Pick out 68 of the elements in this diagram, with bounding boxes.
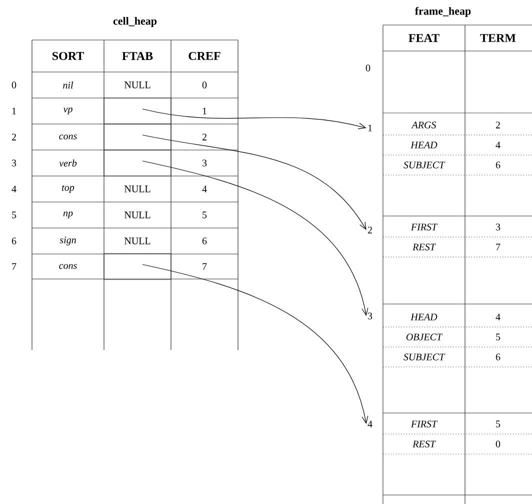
- column-header: FEAT: [408, 34, 440, 42]
- frame-index: 2: [368, 226, 372, 234]
- row-index: 5: [12, 212, 16, 218]
- column-header: SORT: [52, 52, 84, 60]
- cell-text: 5: [202, 212, 207, 218]
- frame-index: 0: [366, 64, 370, 72]
- table-title: cell_heap: [113, 17, 157, 27]
- cell-text: SUBJECT: [404, 162, 446, 168]
- arrow: [142, 108, 366, 130]
- cell-text: 5: [496, 420, 500, 428]
- cell-text: NULL: [124, 186, 150, 192]
- cell-text: SUBJECT: [404, 354, 446, 360]
- cell-text: HEAD: [410, 142, 438, 148]
- cell-text: 3: [496, 224, 500, 230]
- cell-text: sign: [60, 236, 76, 246]
- column-header: TERM: [480, 34, 516, 42]
- cell-text: 7: [496, 244, 500, 250]
- cell-text: 6: [496, 354, 500, 360]
- cell-text: 3: [202, 160, 207, 166]
- cell-text: np: [63, 212, 73, 218]
- cell-text: 4: [202, 186, 207, 192]
- cell-text: cons: [59, 134, 77, 140]
- cell-text: REST: [412, 244, 436, 250]
- cell-text: verb: [59, 159, 77, 167]
- row-index: 0: [12, 82, 16, 88]
- cell-text: top: [62, 185, 74, 193]
- cell-text: vp: [63, 108, 72, 114]
- cell-text: 1: [202, 108, 206, 114]
- cell-text: 6: [496, 162, 500, 168]
- cell-text: 6: [202, 238, 207, 244]
- cell-text: FIRST: [410, 224, 438, 230]
- frame-index: 3: [368, 312, 372, 320]
- arrow: [142, 134, 366, 230]
- cell-text: NULL: [124, 82, 150, 88]
- cell-text: 0: [496, 440, 500, 448]
- cell-text: FIRST: [410, 420, 438, 428]
- row-index: 2: [12, 134, 16, 140]
- cell-text: 0: [202, 82, 207, 88]
- cell-text: 4: [496, 142, 500, 148]
- row-index: 3: [12, 160, 16, 166]
- table-cell: [104, 150, 172, 176]
- cell-text: ARGS: [411, 122, 436, 128]
- cell-text: HEAD: [410, 314, 438, 320]
- cell-text: 7: [202, 263, 207, 270]
- cell-text: 4: [496, 314, 500, 320]
- frame-index: 1: [368, 124, 372, 132]
- column-header: FTAB: [122, 52, 153, 60]
- table-cell: [104, 98, 172, 124]
- arrow: [142, 160, 368, 316]
- cell-text: nil: [63, 82, 74, 88]
- cell-text: 2: [202, 134, 206, 140]
- cell-text: OBJECT: [406, 334, 443, 340]
- cell-text: 2: [496, 122, 500, 128]
- cell-text: cons: [59, 264, 77, 269]
- row-index: 7: [12, 263, 16, 270]
- column-header: CREF: [188, 52, 220, 60]
- cell-text: NULL: [124, 238, 150, 244]
- table-cell: [104, 124, 172, 150]
- cell-text: 5: [496, 334, 500, 340]
- row-index: 1: [12, 108, 16, 114]
- cell-text: REST: [412, 440, 436, 448]
- arrow: [142, 264, 368, 424]
- row-index: 4: [12, 186, 16, 192]
- table-title: frame_heap: [414, 6, 471, 18]
- table-cell: [104, 253, 172, 280]
- frame-index: 4: [368, 420, 372, 428]
- row-index: 6: [12, 238, 16, 244]
- cell-text: NULL: [124, 212, 150, 218]
